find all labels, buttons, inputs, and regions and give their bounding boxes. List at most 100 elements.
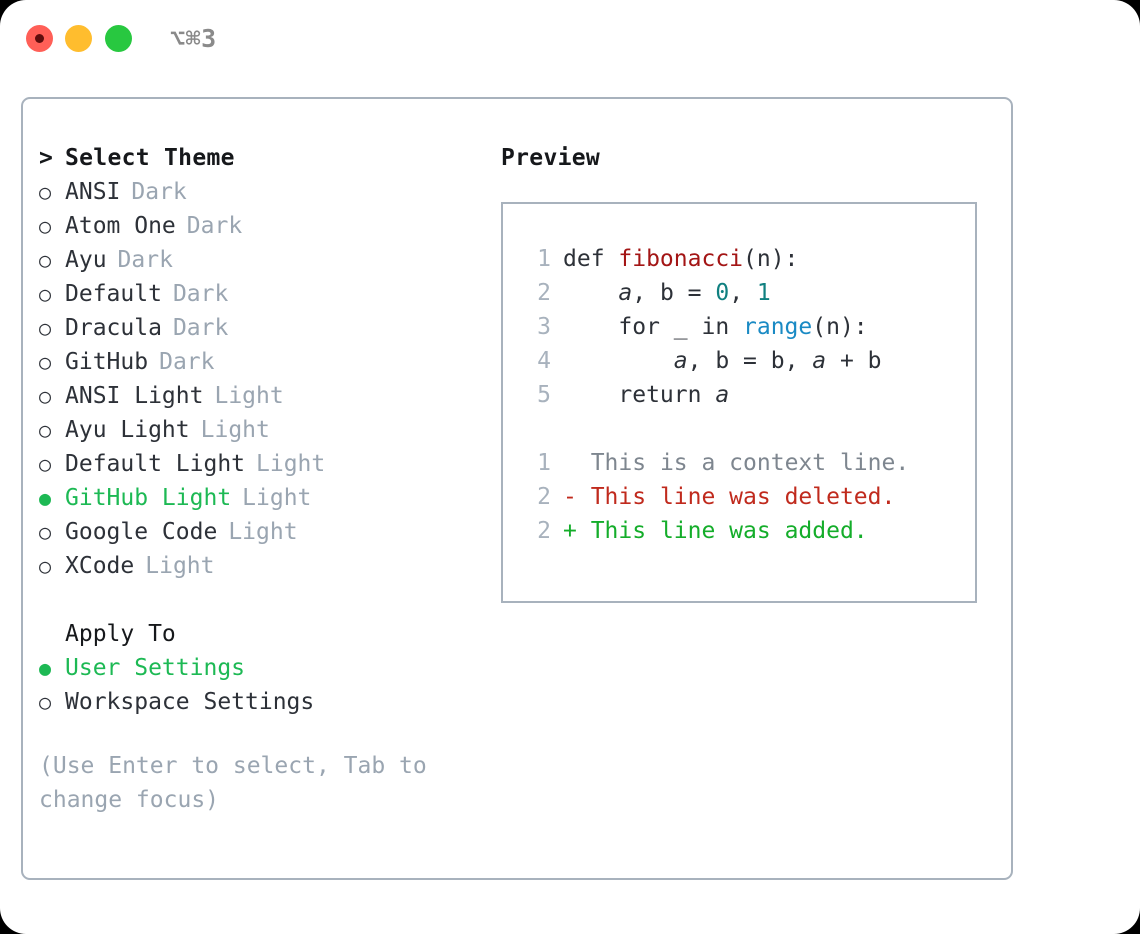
keyboard-hint-text: (Use Enter to select, Tab to change focu… xyxy=(39,753,427,813)
theme-option-name: ANSI Light xyxy=(65,383,204,409)
theme-option-name: Default Light xyxy=(65,451,246,477)
window-titlebar: ⌥⌘3 xyxy=(0,0,1140,78)
code-line-content: def fibonacci(n): xyxy=(563,242,798,276)
code-line: 5 return a xyxy=(521,378,975,412)
code-token-pl: (n): xyxy=(743,246,799,272)
theme-option-name: Google Code xyxy=(65,519,218,545)
diff-sign: + xyxy=(563,518,577,544)
theme-variant-tag: Light xyxy=(242,485,312,511)
diff-line-content: This is a context line. xyxy=(563,446,910,480)
theme-option-name: XCode xyxy=(65,553,135,579)
theme-variant-tag: Light xyxy=(200,417,270,443)
theme-option-name: GitHub xyxy=(65,349,149,375)
theme-option-name: GitHub Light xyxy=(65,485,232,511)
recording-indicator-icon xyxy=(35,34,44,43)
code-token-var: a xyxy=(715,382,730,408)
select-theme-heading-label: Select Theme xyxy=(65,145,235,171)
apply-to-option-name: User Settings xyxy=(65,655,246,681)
radio-unselected-icon: ○ xyxy=(39,316,52,340)
theme-variant-tag: Dark xyxy=(117,247,173,273)
apply-to-heading: Apply To xyxy=(39,617,499,651)
code-token-pl: , xyxy=(729,280,757,306)
radio-unselected-icon: ○ xyxy=(39,554,52,578)
apply-to-option-name: Workspace Settings xyxy=(65,689,315,715)
theme-option-name: Default xyxy=(65,281,162,307)
code-line-content: for _ in range(n): xyxy=(563,310,867,344)
diff-sample: 1 This is a context line. 2 - This line wa… xyxy=(521,446,975,548)
radio-unselected-icon: ○ xyxy=(39,248,52,272)
line-number: 1 xyxy=(537,246,551,272)
code-token-pl: for _ in xyxy=(563,314,744,340)
theme-variant-tag: Dark xyxy=(131,179,187,205)
line-number: 4 xyxy=(537,348,551,374)
code-token-pl xyxy=(563,280,618,306)
zoom-button[interactable] xyxy=(105,25,132,52)
apply-to-section: Apply To ● User Settings ○ Workspace Settin… xyxy=(39,617,499,719)
code-token-fn: fibonacci xyxy=(618,246,744,272)
code-token-num: 1 xyxy=(756,280,771,306)
code-token-pl xyxy=(563,348,674,374)
code-token-var: a xyxy=(673,348,688,374)
apply-to-list: ● User Settings ○ Workspace Settings xyxy=(39,651,499,719)
code-token-pl: return xyxy=(563,382,716,408)
close-button[interactable] xyxy=(26,25,53,52)
theme-option-name: ANSI xyxy=(65,179,121,205)
radio-selected-icon: ● xyxy=(39,486,52,510)
theme-option-default[interactable]: ○ Default Dark xyxy=(39,277,499,311)
code-line: 3 for _ in range(n): xyxy=(521,310,975,344)
code-line-content: return a xyxy=(563,378,729,412)
code-token-pl: = xyxy=(673,280,716,306)
line-number: 2 xyxy=(537,280,551,306)
code-line: 4 a, b = b, a + b xyxy=(521,344,975,378)
diff-sign xyxy=(563,450,577,476)
code-token-num: 0 xyxy=(715,280,730,306)
radio-unselected-icon: ○ xyxy=(39,520,52,544)
code-token-pl: , b = b, xyxy=(687,348,813,374)
theme-option-github-light[interactable]: ● GitHub Light Light xyxy=(39,481,499,515)
apply-to-heading-label: Apply To xyxy=(65,621,176,647)
code-line-content: a, b = 0, 1 xyxy=(563,276,771,310)
theme-variant-tag: Dark xyxy=(186,213,243,239)
theme-option-name: Atom One xyxy=(65,213,176,239)
radio-selected-icon: ● xyxy=(39,656,52,680)
minimize-button[interactable] xyxy=(65,25,92,52)
code-token-pl: , xyxy=(632,280,660,306)
diff-line-content: + This line was added. xyxy=(563,514,868,548)
code-line-content: a, b = b, a + b xyxy=(563,344,882,378)
select-theme-heading: > Select Theme xyxy=(39,141,499,175)
line-number: 3 xyxy=(537,314,551,340)
radio-unselected-icon: ○ xyxy=(39,690,52,714)
line-number: 1 xyxy=(537,450,551,476)
line-number: 2 xyxy=(537,518,551,544)
diff-text: This line was added. xyxy=(576,518,868,544)
theme-variant-tag: Dark xyxy=(172,281,229,307)
radio-unselected-icon: ○ xyxy=(39,384,52,408)
radio-unselected-icon: ○ xyxy=(39,214,52,238)
code-token-pl: + b xyxy=(826,348,882,374)
theme-variant-tag: Dark xyxy=(172,315,229,341)
code-token-kw: def xyxy=(563,246,619,272)
theme-variant-tag: Dark xyxy=(159,349,215,375)
apply-to-option-user-settings[interactable]: ● User Settings xyxy=(39,651,499,685)
apply-to-option-workspace-settings[interactable]: ○ Workspace Settings xyxy=(39,685,499,719)
diff-line-content: - This line was deleted. xyxy=(563,480,895,514)
radio-unselected-icon: ○ xyxy=(39,282,52,306)
line-number: 2 xyxy=(537,484,551,510)
theme-option-atom-one[interactable]: ○ Atom One Dark xyxy=(39,209,499,243)
